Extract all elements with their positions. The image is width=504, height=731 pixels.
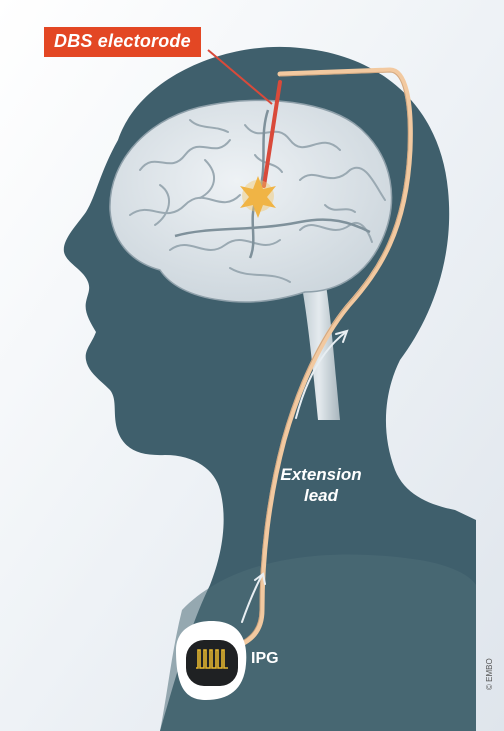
extension-lead-label: Extension lead	[258, 464, 384, 506]
extension-label-line2: lead	[258, 485, 384, 506]
pulse-waveform-icon	[196, 650, 228, 668]
electrode-label: DBS electorode	[44, 27, 201, 57]
ipg-device	[176, 621, 246, 700]
ipg-label: IPG	[251, 650, 279, 668]
extension-label-line1: Extension	[258, 464, 384, 485]
copyright-notice: © EMBO	[485, 658, 494, 690]
